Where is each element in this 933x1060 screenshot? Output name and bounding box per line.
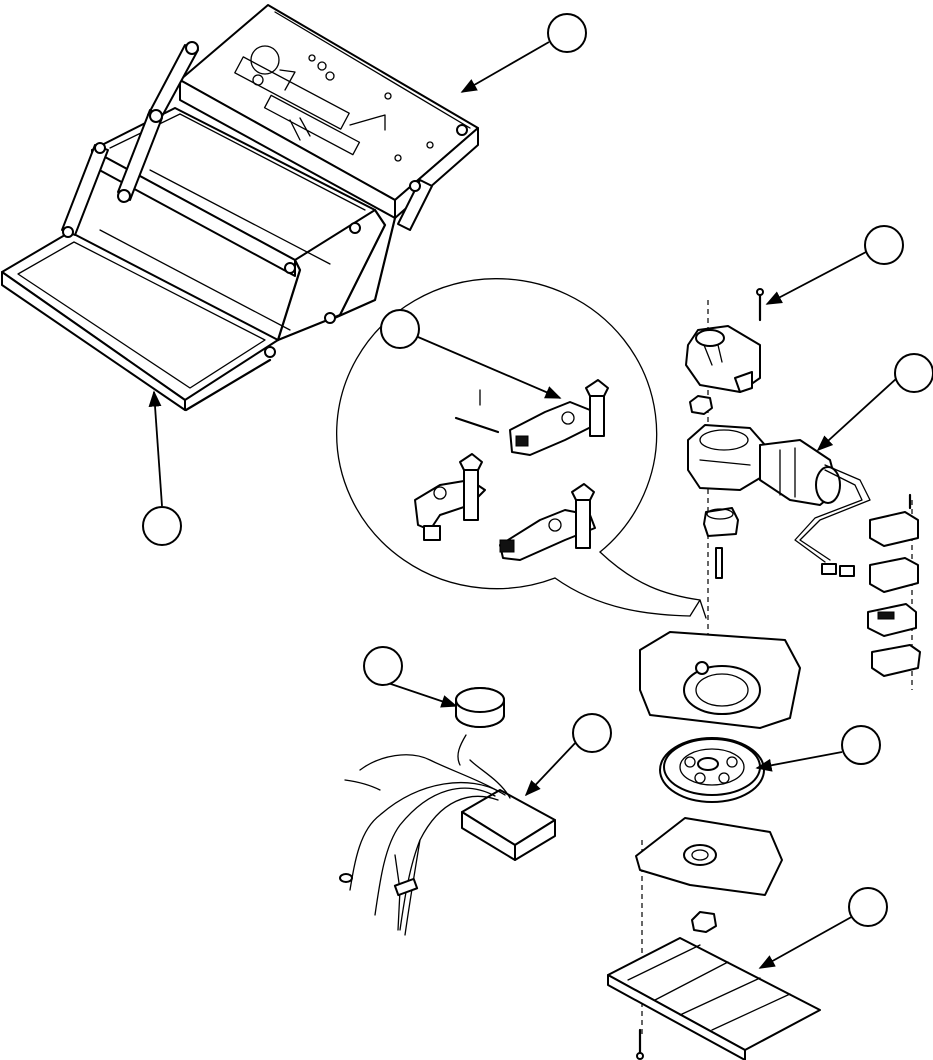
callout-2	[143, 507, 181, 545]
callout-7	[573, 714, 611, 752]
callout-9	[849, 888, 887, 926]
callout-4	[865, 226, 903, 264]
callout-5	[895, 354, 933, 392]
step-assembly	[2, 5, 478, 410]
callout-1	[548, 14, 586, 52]
callout-3	[381, 310, 419, 348]
motor-stack	[608, 289, 920, 1060]
callout-8	[842, 726, 880, 764]
callout-6	[364, 647, 402, 685]
controller-assembly	[340, 688, 555, 935]
control-arms-detail	[415, 380, 608, 560]
